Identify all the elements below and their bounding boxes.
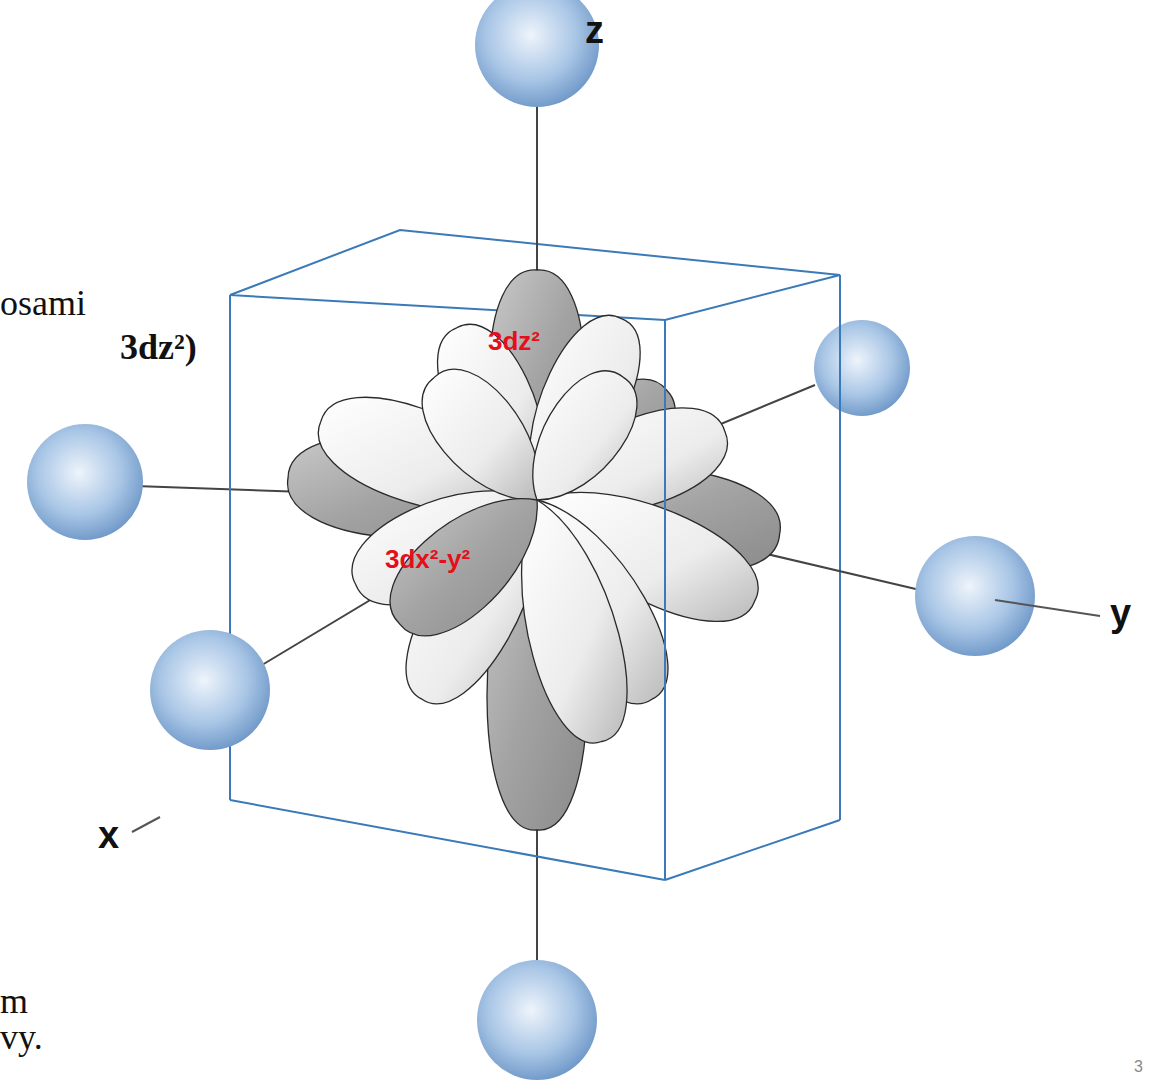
t2g-orbital-lobe xyxy=(533,371,637,500)
d-orbital-lobes xyxy=(288,270,781,830)
ligand-sphere xyxy=(915,536,1035,656)
back-layer xyxy=(135,105,920,965)
orbital-label: 3dz² xyxy=(488,327,540,356)
slide-text-fragment: osami xyxy=(0,284,86,324)
slide-text-fragment: vy. xyxy=(0,1018,43,1058)
t2g-orbital-lobe xyxy=(522,500,627,743)
leader-line xyxy=(132,817,160,832)
t2g-orbital-lobe xyxy=(422,369,539,500)
axis-label: z xyxy=(585,10,604,52)
ligand-sphere xyxy=(27,424,143,540)
axis-label: y xyxy=(1110,593,1131,635)
slide-text-fragment: 3dz²) xyxy=(120,328,197,368)
page-number: 3 xyxy=(1134,1058,1143,1076)
ligand-sphere xyxy=(150,630,270,750)
ligand-sphere xyxy=(475,0,599,107)
ligand-sphere xyxy=(477,960,597,1080)
leader-line xyxy=(995,600,1100,616)
orbital-label: 3dx²-y² xyxy=(385,545,470,574)
ligand-sphere xyxy=(814,320,910,416)
cube-outline xyxy=(230,230,840,880)
axis-label: x xyxy=(98,815,119,857)
axis-lines xyxy=(135,105,920,965)
front-layer xyxy=(27,0,1100,1080)
cube-outline xyxy=(230,295,665,880)
slide-text-fragment: m xyxy=(0,982,28,1022)
